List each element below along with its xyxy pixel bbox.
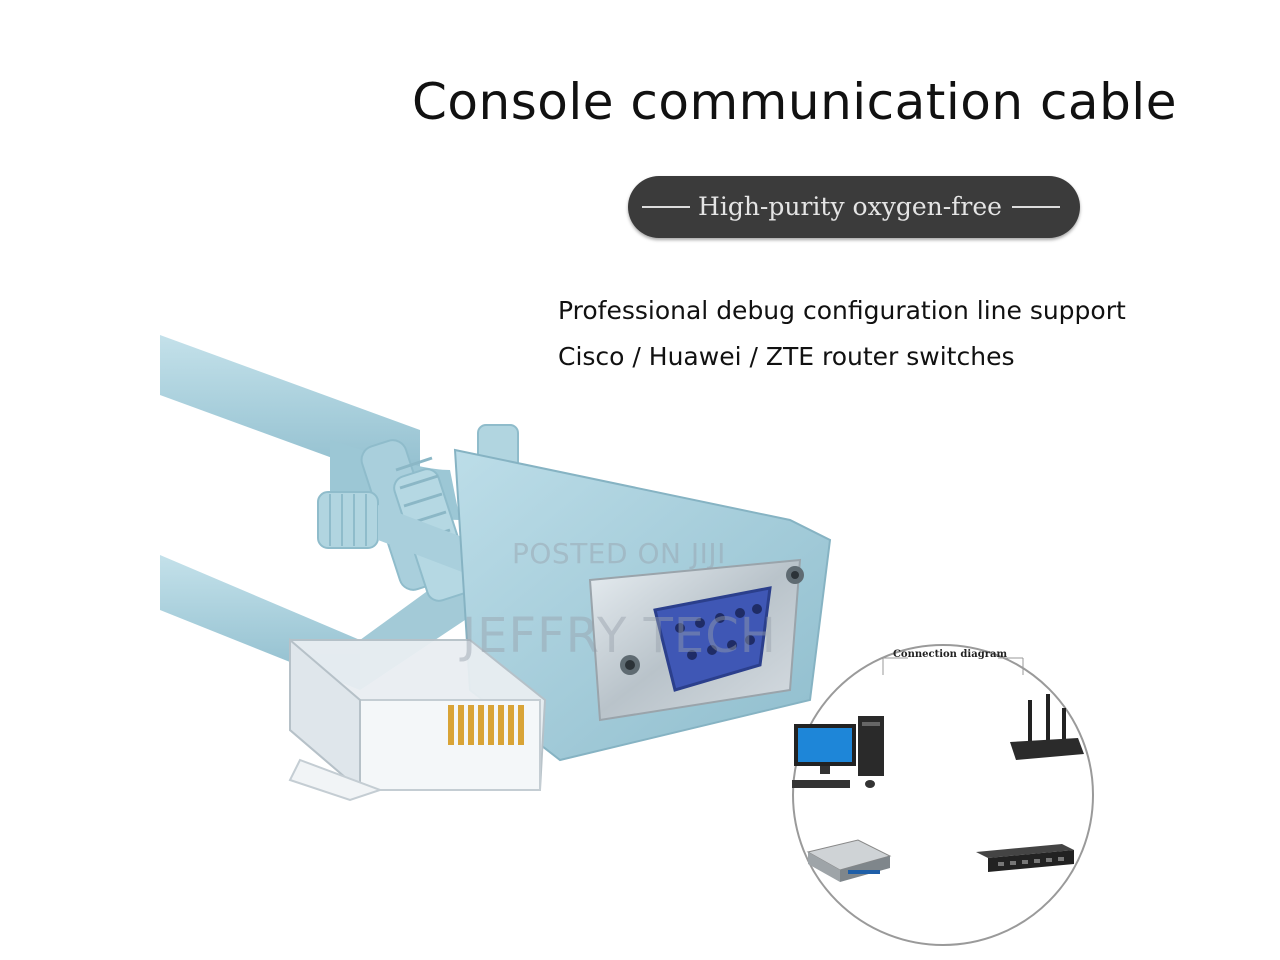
description-line-2: Cisco / Huawei / ZTE router switches	[558, 342, 1015, 371]
rj45-plug	[288, 637, 547, 802]
pill-text: High-purity oxygen-free	[698, 192, 1002, 221]
watermark-posted: POSTED ON JIJI	[512, 537, 726, 570]
switch-icon-left	[806, 839, 892, 882]
pc-icon	[792, 716, 884, 788]
router-icon	[1010, 694, 1084, 760]
watermark-brand: JEFFRY TECH	[462, 608, 777, 664]
connection-diagram	[792, 644, 1094, 946]
pill-rule-right	[1012, 206, 1060, 208]
feature-pill: High-purity oxygen-free	[628, 176, 1080, 238]
switch-icon-right	[976, 844, 1074, 872]
description-line-1: Professional debug configuration line su…	[558, 296, 1126, 325]
diagram-title: Connection diagram	[892, 649, 1008, 660]
pill-rule-left	[642, 206, 690, 208]
product-title: Console communication cable	[412, 73, 1177, 131]
